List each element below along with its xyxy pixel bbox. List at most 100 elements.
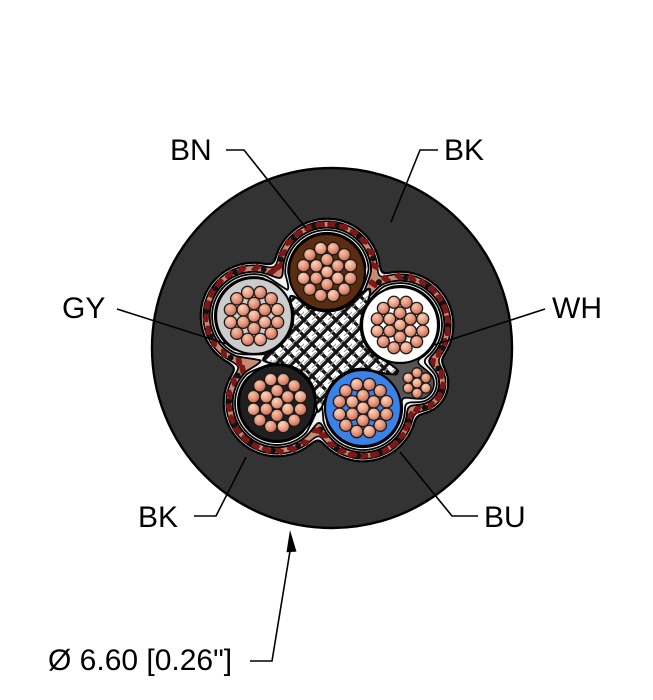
copper-strand [247,321,261,336]
copper-strand [362,424,377,439]
copper-strand [379,407,394,422]
copper-strand [229,291,244,306]
copper-strand [420,372,432,384]
braid-strand-segment [389,440,399,449]
drain-wire-strands [402,367,432,399]
copper-strand [293,389,308,404]
copper-strand [313,241,328,256]
callout-gy: GY [62,292,105,325]
copper-strand [259,389,274,404]
braid-strand-segment [274,262,285,271]
braid-strand-segment [267,267,277,277]
braid-strand-segment [227,414,237,424]
copper-strand [263,419,278,434]
conductor-black-strands [246,372,308,434]
braid-strand-segment [441,304,449,314]
braid-strand-segment [435,348,442,358]
copper-strand [264,326,279,341]
callout-wh: WH [552,292,602,325]
callout-bu-leader [399,451,478,517]
copper-strand [240,285,255,300]
drain-wire [402,367,432,399]
copper-strand [399,341,413,355]
copper-strand [246,402,261,417]
copper-strand [257,302,272,317]
copper-strand [345,407,360,422]
copper-strand [296,271,311,286]
callout-bk-jacket: BK [444,134,484,167]
braid-strand-dot [234,372,241,379]
braid-strand-dot [277,256,284,263]
braid-strand-segment [304,224,314,232]
conductor-black [237,363,317,443]
braid-strand-dot [295,442,302,449]
copper-strand [411,387,423,399]
dimension-leader-line [250,544,292,662]
copper-strand [326,288,341,303]
callout-bk-conductor-leader [194,456,247,517]
braid-strand-segment [368,279,379,288]
copper-strand [240,332,255,347]
copper-strand [236,315,251,330]
braid-strand-segment [205,325,212,335]
copper-strand [337,282,352,297]
woven-filler-shape [262,287,400,414]
woven-filler-group [262,287,400,414]
copper-strand [416,312,430,326]
braid-strand-segment [202,312,210,323]
braid-strand-segment [327,441,337,448]
conductor-blue-strands [332,377,394,439]
braid-strand-segment [337,447,347,455]
copper-strand [409,334,424,349]
braid-strand-segment [235,356,243,367]
braid-strand-segment [338,223,349,231]
braid-strand-segment [437,369,445,380]
copper-strand [337,247,352,262]
conductor-brown-strands [296,241,358,303]
copper-strand [296,258,311,273]
braid-strand-segment [412,404,422,414]
copper-strand [376,334,391,349]
braid-strand-segment [237,265,247,275]
conductor-gray [214,276,294,356]
callout-bk-conductor: BK [138,501,178,534]
copper-strand [393,330,407,344]
braid-strand-dot [226,397,233,404]
copper-strand [259,402,274,417]
conductors-group [214,232,440,448]
copper-strand [373,383,388,398]
copper-strand [287,378,302,393]
braid-strand-dot [269,447,276,454]
braid-strand-segment [286,444,297,453]
braid-strand-segment [426,400,435,410]
copper-strand [393,306,407,320]
braid-strand-dot [435,365,442,372]
conductor-blue [323,368,403,448]
braid-strand-segment [278,248,288,258]
braid-strand-segment [443,315,452,325]
braid-strand-segment [428,285,437,295]
braid-strand-segment [438,381,447,392]
copper-strand [402,372,414,384]
braid-strand-segment [369,261,380,270]
copper-strand [270,383,284,398]
copper-strand [338,383,353,398]
copper-strand [247,296,261,311]
callout-bn-leader [226,149,307,229]
callout-bn: BN [170,134,212,167]
braid-strand-segment [240,434,251,444]
braid-strand-dot [402,274,409,281]
braid-strand-dot [421,404,428,411]
copper-strand [270,302,285,317]
copper-strand [330,258,345,273]
copper-strand [263,372,278,387]
braid-strand-dot [232,268,239,275]
copper-strand [402,382,414,394]
copper-strand [332,394,347,409]
braid-strand-segment [394,272,405,282]
braid-strand-segment [358,452,369,460]
braid-strand-segment [225,389,234,400]
copper-strand [270,408,284,423]
